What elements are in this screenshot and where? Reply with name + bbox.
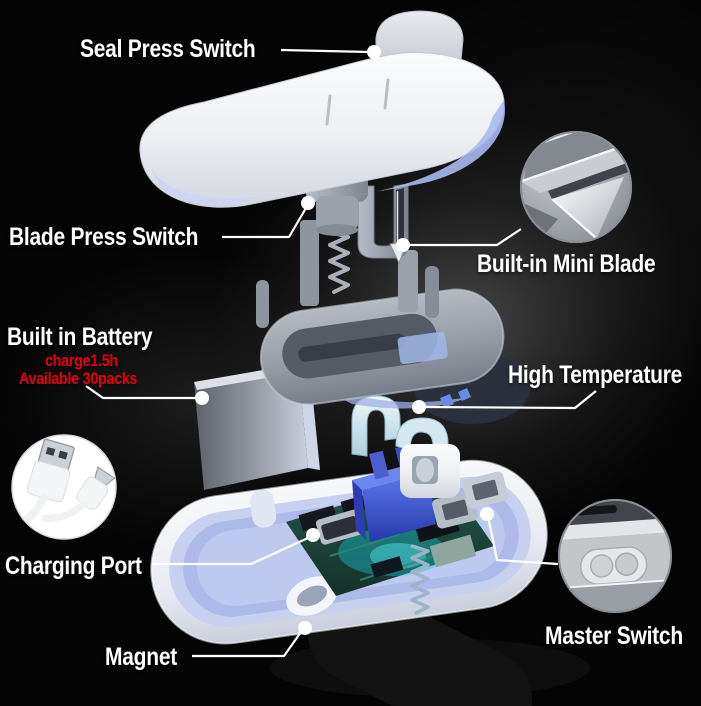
mini-blade-callout [409,228,522,247]
seal-press-switch-label: Seal Press Switch [80,35,256,63]
seal-press-switch-callout [280,48,371,54]
micro-usb-port [315,509,364,545]
master-switch-callout [487,520,559,566]
guide-posts [256,220,439,328]
magnet-callout [192,631,302,658]
callout-lines [85,48,597,658]
battery-callout [85,385,196,400]
chip [370,556,404,578]
magnet-hole [286,576,338,616]
gasket-ring [259,288,505,406]
usb-a-plug [12,438,75,534]
blade-closeup-inset [520,131,632,243]
built-in-mini-blade-label: Built-in Mini Blade [477,250,656,278]
teflon-window [397,331,448,365]
battery-capacity-note: Available 30packs [19,369,138,388]
switch-button [589,554,614,578]
blade-press-switch-callout [222,207,307,239]
contact-spring [410,544,430,615]
master-switch-component [432,471,509,529]
master-switch-label: Master Switch [545,622,683,650]
top-cover [139,10,505,208]
solder-pad [429,534,477,568]
cover-underside [352,100,505,196]
charging-port-label: Charging Port [5,552,142,580]
battery-charge-note: charge1.5h [45,351,118,370]
master-switch-closeup-inset [558,499,672,613]
high-temperature-label: High Temperature [508,361,683,389]
charging-port-callout [152,536,309,566]
blade-spring [328,230,350,294]
callout-dots [195,45,494,635]
usb-cable-inset [11,434,117,540]
micro-usb-plug [41,466,116,522]
seal-press-button [375,10,464,65]
base-post [250,489,277,528]
blade-press-switch-label: Blade Press Switch [9,223,199,251]
blade-holder [357,183,409,265]
magnet-label: Magnet [105,643,177,671]
switch-button [614,552,639,576]
chip [298,505,338,532]
built-in-battery-label: Built in Battery [7,323,153,351]
high-temperature-callout [425,390,597,410]
